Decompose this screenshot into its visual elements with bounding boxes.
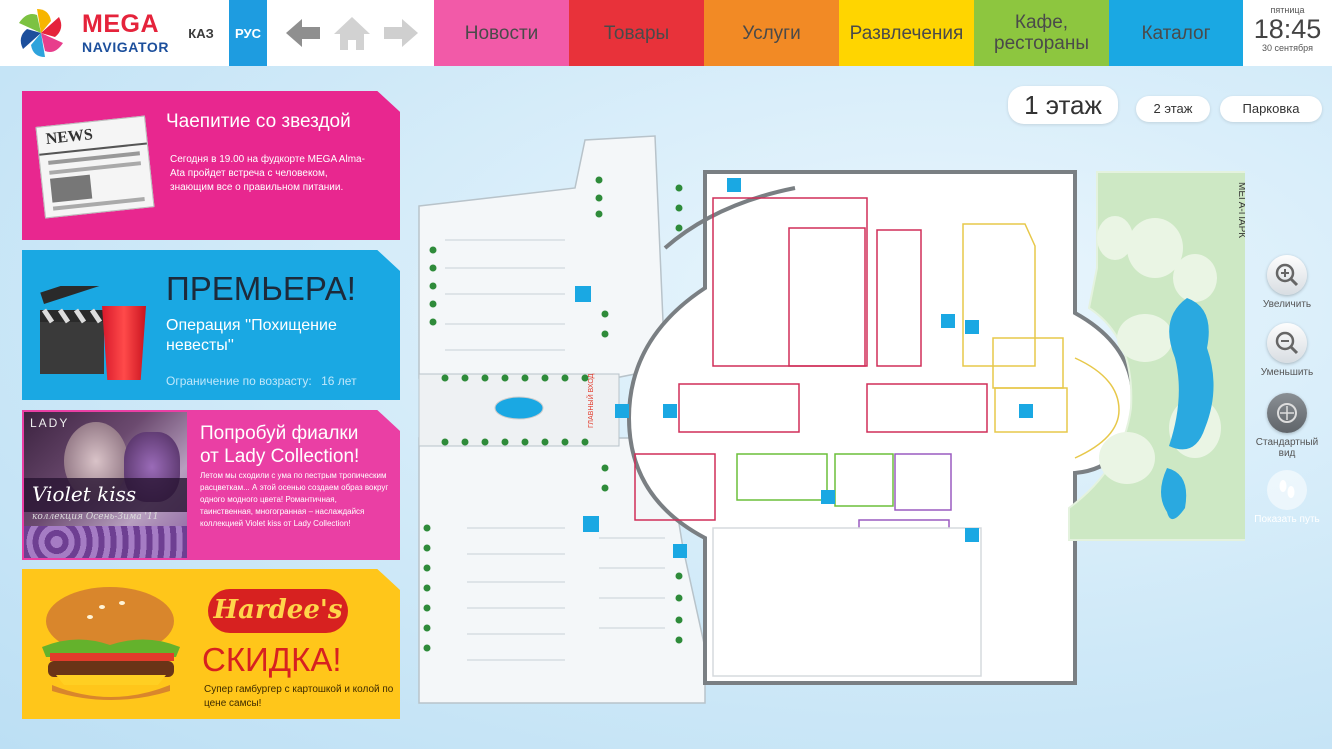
shop-block-red <box>634 197 988 521</box>
violet-kiss-image: LADY Violet kiss коллекция Осень-Зима '1… <box>24 412 187 558</box>
north-parking-area <box>418 135 666 387</box>
mega-navigator-logo[interactable]: MEGA NAVIGATOR <box>8 4 178 62</box>
zoom-in-icon[interactable] <box>1267 255 1307 295</box>
forward-arrow-icon[interactable] <box>380 12 422 54</box>
service-icon-markers <box>615 178 1033 558</box>
promo-title: Чаепитие со звездой <box>166 111 351 132</box>
age-rating-value: 16 лет <box>321 374 357 388</box>
clock-widget: пятница 18:45 30 сентября <box>1243 0 1332 66</box>
lady-body: Летом мы сходили с ума по пестрым тропич… <box>200 471 389 528</box>
tab-goods[interactable]: Товары <box>569 0 704 66</box>
premiere-title: ПРЕМЬЕРА! <box>166 270 356 307</box>
lady-brand-text: LADY <box>30 416 70 430</box>
parking-sign-markers <box>575 286 599 532</box>
standard-view-control[interactable]: Стандартный вид <box>1252 393 1322 459</box>
park-lake <box>1169 298 1214 450</box>
fountain <box>494 396 544 420</box>
newspaper-masthead: NEWS <box>36 116 147 156</box>
shop-block-yellow <box>962 223 1120 459</box>
newspaper-image: NEWS <box>35 115 155 219</box>
promo-card-tea[interactable]: NEWS Чаепитие со звездой Сегодня в 19.00… <box>22 91 400 240</box>
promo-card-lady-collection[interactable]: LADY Violet kiss коллекция Осень-Зима '1… <box>22 410 400 560</box>
mall-floor-map[interactable]: ГЛАВНЫЙ ВХОД МЕГА-ПАРК <box>415 128 1245 708</box>
footsteps-icon[interactable] <box>1267 470 1307 510</box>
discount-body: Супер гамбургер с картошкой и колой по ц… <box>204 684 394 709</box>
discount-title: СКИДКА! <box>202 641 342 678</box>
tab-entertainment[interactable]: Развлечения <box>839 0 974 66</box>
back-arrow-icon[interactable] <box>282 12 324 54</box>
age-rating-label: Ограничение по возрасту: <box>166 374 312 388</box>
burger-image <box>36 581 186 709</box>
reset-view-icon[interactable] <box>1267 393 1307 433</box>
show-path-label: Показать путь <box>1254 514 1320 525</box>
cola-cup-image <box>102 306 146 380</box>
tab-cafes-restaurants[interactable]: Кафе, рестораны <box>974 0 1109 66</box>
violet-kiss-caption: коллекция Осень-Зима '11 <box>32 512 159 522</box>
zoom-out-label: Уменьшить <box>1260 367 1314 378</box>
hardees-logo: Hardee's <box>208 589 348 633</box>
clapperboard-image <box>38 267 126 378</box>
tab-catalog[interactable]: Каталог <box>1109 0 1243 66</box>
hypermarket-block <box>712 527 982 677</box>
clock-time: 18:45 <box>1253 14 1322 44</box>
home-icon[interactable] <box>331 12 373 54</box>
age-rating: Ограничение по возрасту: 16 лет <box>166 374 357 388</box>
language-rus-button[interactable]: РУС <box>229 0 267 66</box>
zoom-in-label: Увеличить <box>1262 299 1312 310</box>
lady-title: Попробуй фиалки от Lady Collection! <box>200 423 360 467</box>
pinwheel-logo-icon <box>19 9 63 57</box>
clock-date: 30 сентября <box>1262 43 1313 53</box>
premiere-movie: Операция ''Похищение невесты'' <box>166 317 337 354</box>
clock-day: пятница <box>1270 5 1305 15</box>
tab-news[interactable]: Новости <box>434 0 569 66</box>
logo-text-mega: MEGA <box>82 10 159 38</box>
floor-1-button[interactable]: 1 этаж <box>1008 86 1118 124</box>
promo-card-premiere[interactable]: ПРЕМЬЕРА! Операция ''Похищение невесты''… <box>22 250 400 400</box>
standard-view-label: Стандартный вид <box>1255 437 1319 459</box>
floor-2-button[interactable]: 2 этаж <box>1136 96 1210 122</box>
main-entrance-label: ГЛАВНЫЙ ВХОД <box>586 373 595 428</box>
promo-card-hardees[interactable]: Hardee's СКИДКА! Супер гамбургер с карто… <box>22 569 400 719</box>
tab-services[interactable]: Услуги <box>704 0 839 66</box>
tree-markers <box>423 176 683 652</box>
mega-park-label: МЕГА-ПАРК <box>1236 182 1245 238</box>
promo-body: Сегодня в 19.00 на фудкорте MEGA Alma-At… <box>170 154 365 193</box>
language-kaz-button[interactable]: КАЗ <box>188 25 214 41</box>
zoom-out-control[interactable]: Уменьшить <box>1252 323 1322 378</box>
parking-button[interactable]: Парковка <box>1220 96 1322 122</box>
zoom-in-control[interactable]: Увеличить <box>1252 255 1322 310</box>
shop-block-green <box>736 453 894 507</box>
zoom-out-icon[interactable] <box>1267 323 1307 363</box>
top-bar: MEGA NAVIGATOR КАЗ РУС Новости Товары Ус… <box>0 0 1332 66</box>
violet-kiss-script: Violet kiss <box>32 482 137 506</box>
logo-text-navigator: NAVIGATOR <box>82 39 170 55</box>
show-path-control[interactable]: Показать путь <box>1252 470 1322 525</box>
